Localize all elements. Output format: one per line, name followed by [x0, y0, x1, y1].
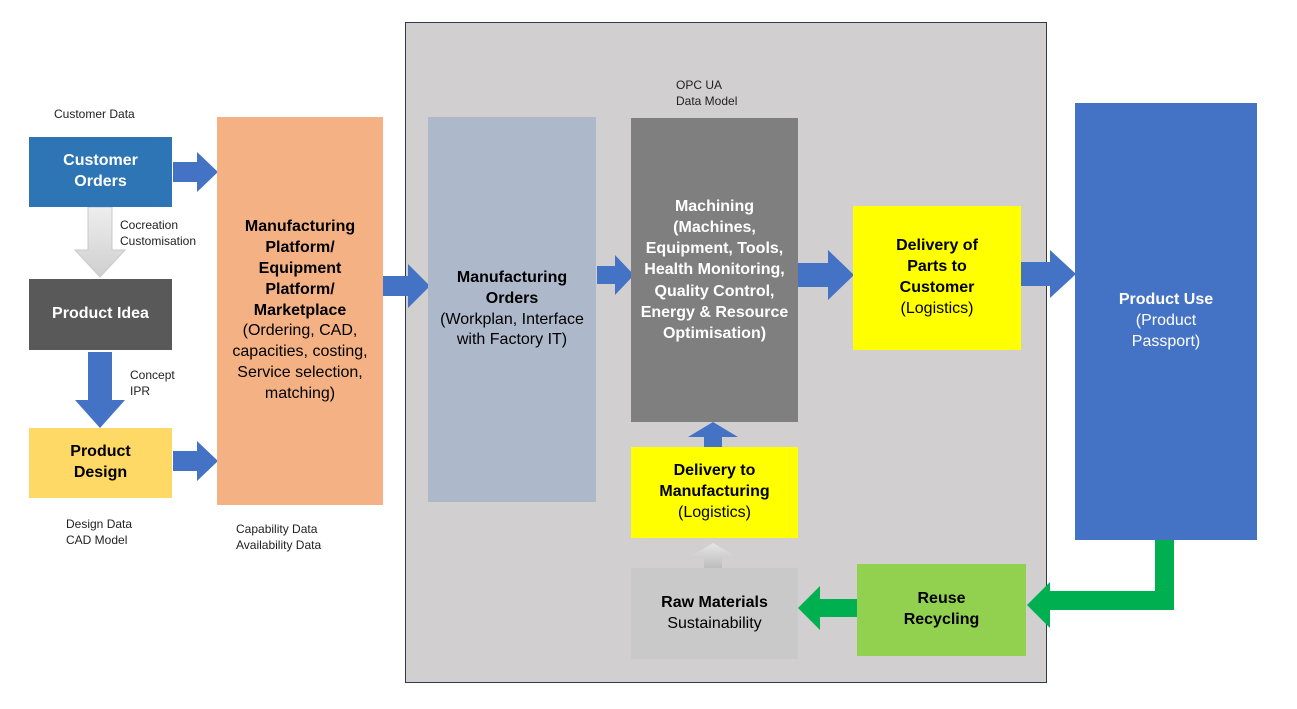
raw-materials-title: Raw Materials: [661, 593, 768, 611]
product-use-subtitle: (Product Passport): [1131, 312, 1201, 350]
manufacturing-platform-title: Manufacturing Platform/ Equipment Platfo…: [244, 218, 356, 319]
arrow-cocreation-down: [73, 206, 127, 278]
opc-ua-note: OPC UA Data Model: [676, 78, 738, 108]
arrow-delivery-to-product-use: [1021, 250, 1076, 298]
arrow-delivery-up-to-machining: [688, 422, 738, 447]
machining-subtitle: (Machines, Equipment, Tools, Health Moni…: [640, 219, 789, 342]
product-design-title: Product Design: [70, 443, 131, 481]
product-use-title: Product Use: [1118, 291, 1214, 309]
product-design-box: Product Design: [29, 428, 172, 498]
machining-title: Machining: [674, 198, 755, 216]
delivery-parts-subtitle: (Logistics): [900, 299, 974, 317]
arrow-design-to-platform: [173, 441, 218, 481]
arrow-orders-to-platform: [173, 152, 218, 192]
arrow-concept-down: [75, 352, 125, 428]
manufacturing-orders-subtitle: (Workplan, Interface with Factory IT): [440, 310, 584, 349]
arrow-raw-up-to-delivery: [688, 543, 738, 568]
manufacturing-orders-title: Manufacturing Orders: [456, 268, 568, 307]
product-idea-title: Product Idea: [52, 305, 149, 323]
delivery-manufacturing-subtitle: (Logistics): [678, 503, 751, 521]
delivery-manufacturing-title: Delivery to Manufacturing: [659, 462, 770, 501]
product-use-box: Product Use (Product Passport): [1075, 103, 1257, 540]
customer-orders-box: Customer Orders: [29, 137, 172, 207]
arrow-product-use-to-recycling: [1027, 540, 1174, 628]
reuse-recycling-title: Reuse Recycling: [903, 590, 980, 628]
delivery-parts-box: Delivery of Parts to Customer (Logistics…: [853, 206, 1021, 350]
capability-data-note: Capability Data Availability Data: [236, 522, 322, 552]
manufacturing-platform-box: Manufacturing Platform/ Equipment Platfo…: [217, 117, 383, 505]
product-idea-box: Product Idea: [29, 279, 172, 350]
machining-box: Machining (Machines, Equipment, Tools, H…: [631, 118, 798, 422]
reuse-recycling-box: Reuse Recycling: [857, 564, 1026, 656]
delivery-parts-title: Delivery of Parts to Customer: [896, 237, 978, 296]
raw-materials-subtitle: Sustainability: [667, 614, 762, 632]
arrow-platform-to-orders: [383, 264, 430, 308]
raw-materials-box: Raw Materials Sustainability: [631, 568, 798, 659]
arrow-orders-to-machining: [597, 255, 634, 295]
arrow-machining-to-delivery: [798, 250, 854, 300]
customer-data-note: Customer Data: [54, 107, 135, 121]
concept-note: Concept IPR: [130, 368, 175, 398]
design-data-note: Design Data CAD Model: [66, 517, 133, 547]
arrow-recycling-to-raw: [798, 586, 858, 630]
cocreation-note: Cocreation Customisation: [120, 218, 197, 248]
manufacturing-orders-box: Manufacturing Orders (Workplan, Interfac…: [428, 117, 596, 502]
delivery-manufacturing-box: Delivery to Manufacturing (Logistics): [631, 447, 798, 538]
customer-orders-title: Customer Orders: [63, 152, 138, 190]
manufacturing-platform-subtitle: (Ordering, CAD, capacities, costing, Ser…: [232, 322, 368, 402]
